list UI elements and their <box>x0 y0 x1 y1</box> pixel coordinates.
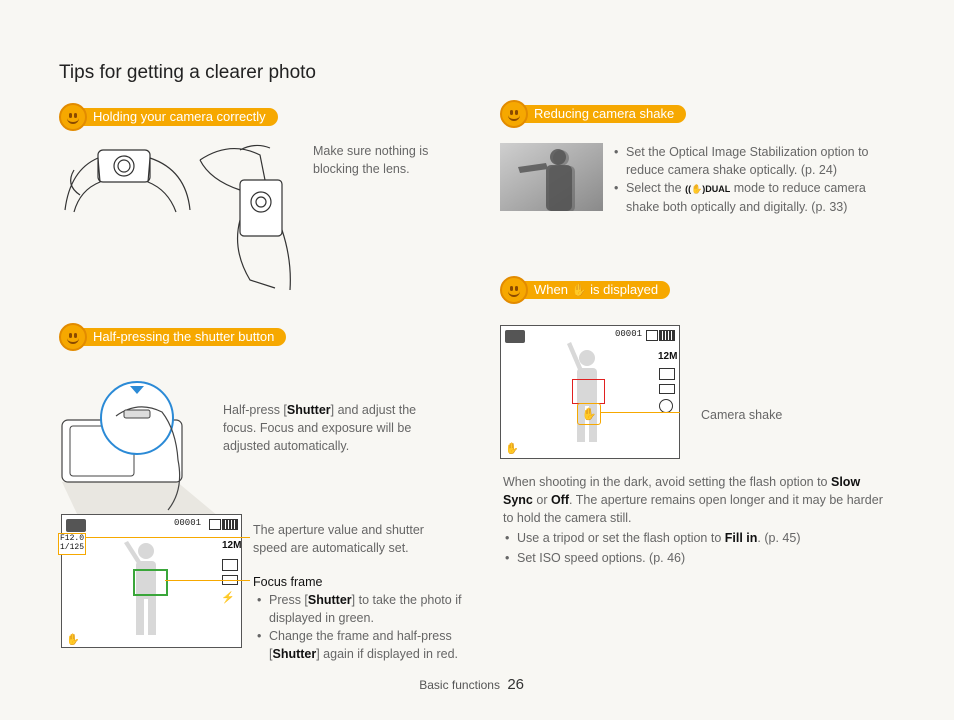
memory-icon <box>646 330 658 341</box>
subject-silhouette <box>567 342 597 442</box>
shot-counter: 00001 <box>615 329 643 339</box>
image-size-indicator: 12M <box>658 351 678 362</box>
aperture-callout-text: The aperture value and shutter speed are… <box>253 523 424 555</box>
stabilizer-icon: ✋ <box>505 443 519 455</box>
shake-warning-icon: ✋ <box>66 634 80 646</box>
focus-frame-red <box>572 379 605 404</box>
image-size-indicator: 12M <box>222 540 242 551</box>
flash-off-icon <box>659 399 673 413</box>
page-number: 26 <box>507 676 524 693</box>
smiley-icon <box>500 100 528 128</box>
page-footer: Basic functions 26 <box>419 676 524 693</box>
shake-callout-text: Camera shake <box>701 408 783 422</box>
camera-mode-icon <box>505 330 525 343</box>
footer-section-name: Basic functions <box>419 678 500 692</box>
dark-shooting-tips: When shooting in the dark, avoid setting… <box>503 473 893 567</box>
smiley-icon <box>59 103 87 131</box>
shake-callout-line <box>600 412 680 413</box>
quality-icon <box>659 368 675 380</box>
half-press-illustration <box>61 381 218 516</box>
section-header-reducing: Reducing camera shake <box>500 100 687 128</box>
page-title: Tips for getting a clearer photo <box>59 62 316 83</box>
focus-bullet-red: Change the frame and half-press [Shutter… <box>255 627 463 663</box>
section-header-half-press: Half-pressing the shutter button <box>59 323 287 351</box>
shake-warning-icon: ✋ <box>577 403 601 425</box>
focus-frame-block: Focus frame Press [Shutter] to take the … <box>253 573 463 663</box>
dark-shooting-paragraph: When shooting in the dark, avoid setting… <box>503 475 883 525</box>
battery-icon <box>222 519 238 530</box>
shot-counter: 00001 <box>174 518 202 528</box>
focus-frame-green <box>133 569 168 596</box>
dual-is-icon: ((✋)DUAL <box>685 184 731 194</box>
iso-bullet: Set ISO speed options. (p. 46) <box>503 549 893 567</box>
camera-shake-photo <box>500 143 603 211</box>
holding-camera-illustration <box>64 144 291 290</box>
memory-icon <box>209 519 221 530</box>
aperture-callout-line <box>86 537 250 538</box>
section-header-label: Reducing camera shake <box>524 105 687 123</box>
quality-icon <box>222 559 238 571</box>
shake-hand-icon: ✋ <box>571 283 587 297</box>
battery-icon <box>659 330 675 341</box>
smiley-icon <box>500 276 528 304</box>
section-header-label: Half-pressing the shutter button <box>83 328 287 346</box>
reducing-bullets: Set the Optical Image Stabilization opti… <box>612 143 902 216</box>
focus-callout-line <box>165 580 250 581</box>
camera-mode-icon <box>66 519 86 532</box>
metering-icon <box>659 384 675 394</box>
holding-text: Make sure nothing is blocking the lens. <box>313 144 429 176</box>
tripod-bullet: Use a tripod or set the flash option to … <box>503 529 893 547</box>
camera-screen-shake: 00001 12M ✋ ✋ <box>500 325 680 459</box>
smiley-icon <box>59 323 87 351</box>
half-press-text: Half-press [Shutter] and adjust the focu… <box>223 403 417 453</box>
focus-bullet-green: Press [Shutter] to take the photo if dis… <box>255 591 463 627</box>
ois-bullet: Set the Optical Image Stabilization opti… <box>612 143 902 179</box>
focus-frame-label: Focus frame <box>253 575 323 589</box>
section-header-holding: Holding your camera correctly <box>59 103 278 131</box>
section-header-when: When ✋ is displayed <box>500 276 671 304</box>
flash-auto-icon: ⚡ <box>221 592 235 604</box>
section-header-label: Holding your camera correctly <box>83 108 278 126</box>
dual-mode-bullet: Select the ((✋)DUAL mode to reduce camer… <box>612 179 902 216</box>
section-header-label: When ✋ is displayed <box>524 281 671 299</box>
